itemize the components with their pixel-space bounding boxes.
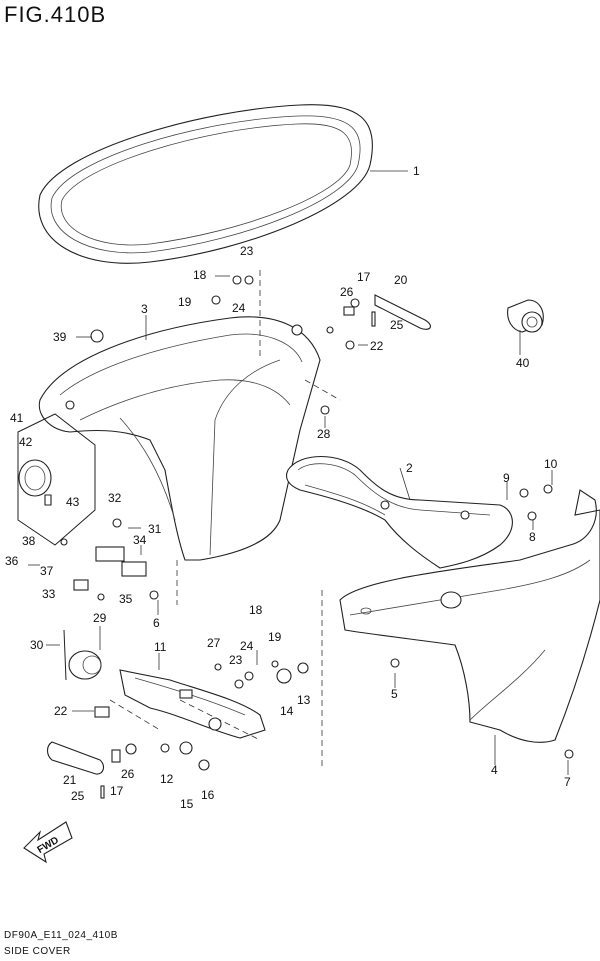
callout-42: 42: [19, 435, 33, 449]
callout-43: 43: [66, 495, 80, 509]
callout-22a: 22: [370, 339, 384, 353]
callout-1: 1: [413, 164, 420, 178]
callout-29: 29: [93, 611, 107, 625]
callout-35: 35: [119, 592, 133, 606]
bracket-assembly: [119, 669, 266, 739]
callout-12: 12: [160, 772, 174, 786]
callout-23b: 23: [229, 653, 243, 667]
callout-32: 32: [108, 491, 122, 505]
left-side-cover: [38, 316, 321, 561]
callout-9: 9: [503, 471, 510, 485]
fwd-label: FWD: [36, 835, 61, 856]
callout-7: 7: [564, 775, 571, 789]
callout-39: 39: [53, 330, 67, 344]
seal-ring: [38, 104, 408, 264]
callout-8: 8: [529, 530, 536, 544]
callout-26a: 26: [340, 285, 354, 299]
callout-4: 4: [491, 763, 498, 777]
callout-25b: 25: [71, 789, 85, 803]
callout-36: 36: [5, 554, 19, 568]
callout-23a: 23: [240, 244, 254, 258]
callout-38: 38: [22, 534, 36, 548]
forward-arrow: FWD: [23, 821, 73, 864]
callout-16: 16: [201, 788, 215, 802]
callout-14: 14: [280, 704, 294, 718]
figure-title: FIG.410B: [4, 2, 107, 27]
figure-caption: SIDE COVER: [4, 946, 71, 957]
callout-24a: 24: [232, 301, 246, 315]
reference-lines: [109, 270, 341, 770]
callout-box-41: [17, 413, 96, 546]
callout-26b: 26: [121, 767, 135, 781]
callout-21: 21: [63, 773, 77, 787]
plug-part: [507, 299, 544, 333]
callout-34: 34: [133, 533, 147, 547]
callout-41: 41: [10, 411, 24, 425]
callout-17a: 17: [357, 270, 371, 284]
callout-2: 2: [406, 461, 413, 475]
callout-18b: 18: [249, 603, 263, 617]
callout-24b: 24: [240, 639, 254, 653]
callout-27: 27: [207, 636, 221, 650]
lower-side-cover: [339, 489, 600, 743]
callout-37: 37: [40, 564, 54, 578]
callout-22b: 22: [54, 704, 68, 718]
callout-28: 28: [317, 427, 331, 441]
callout-19a: 19: [178, 295, 192, 309]
callout-33: 33: [42, 587, 56, 601]
callout-19b: 19: [268, 630, 282, 644]
figure-code: DF90A_E11_024_410B: [4, 930, 118, 941]
callout-13: 13: [297, 693, 311, 707]
handle-part: [343, 294, 431, 330]
callout-17b: 17: [110, 784, 124, 798]
callout-labels: 1 2 3 4 5 6 7 8 9 10 11 12 13 14 15 16 1…: [5, 164, 571, 811]
callout-31: 31: [148, 522, 162, 536]
callout-11: 11: [154, 640, 167, 654]
callout-18a: 18: [193, 268, 207, 282]
fasteners: [60, 275, 574, 799]
callout-10: 10: [544, 457, 558, 471]
callout-3: 3: [141, 302, 148, 316]
callout-40: 40: [516, 356, 530, 370]
small-cover-21: [46, 741, 105, 775]
callout-6: 6: [153, 616, 160, 630]
connector-part: [63, 629, 102, 681]
callout-30: 30: [30, 638, 44, 652]
callout-20: 20: [394, 273, 408, 287]
callout-15: 15: [180, 797, 194, 811]
callout-5: 5: [391, 687, 398, 701]
callout-25a: 25: [390, 318, 404, 332]
leader-lines: [28, 275, 569, 775]
right-side-cover: [285, 455, 513, 569]
